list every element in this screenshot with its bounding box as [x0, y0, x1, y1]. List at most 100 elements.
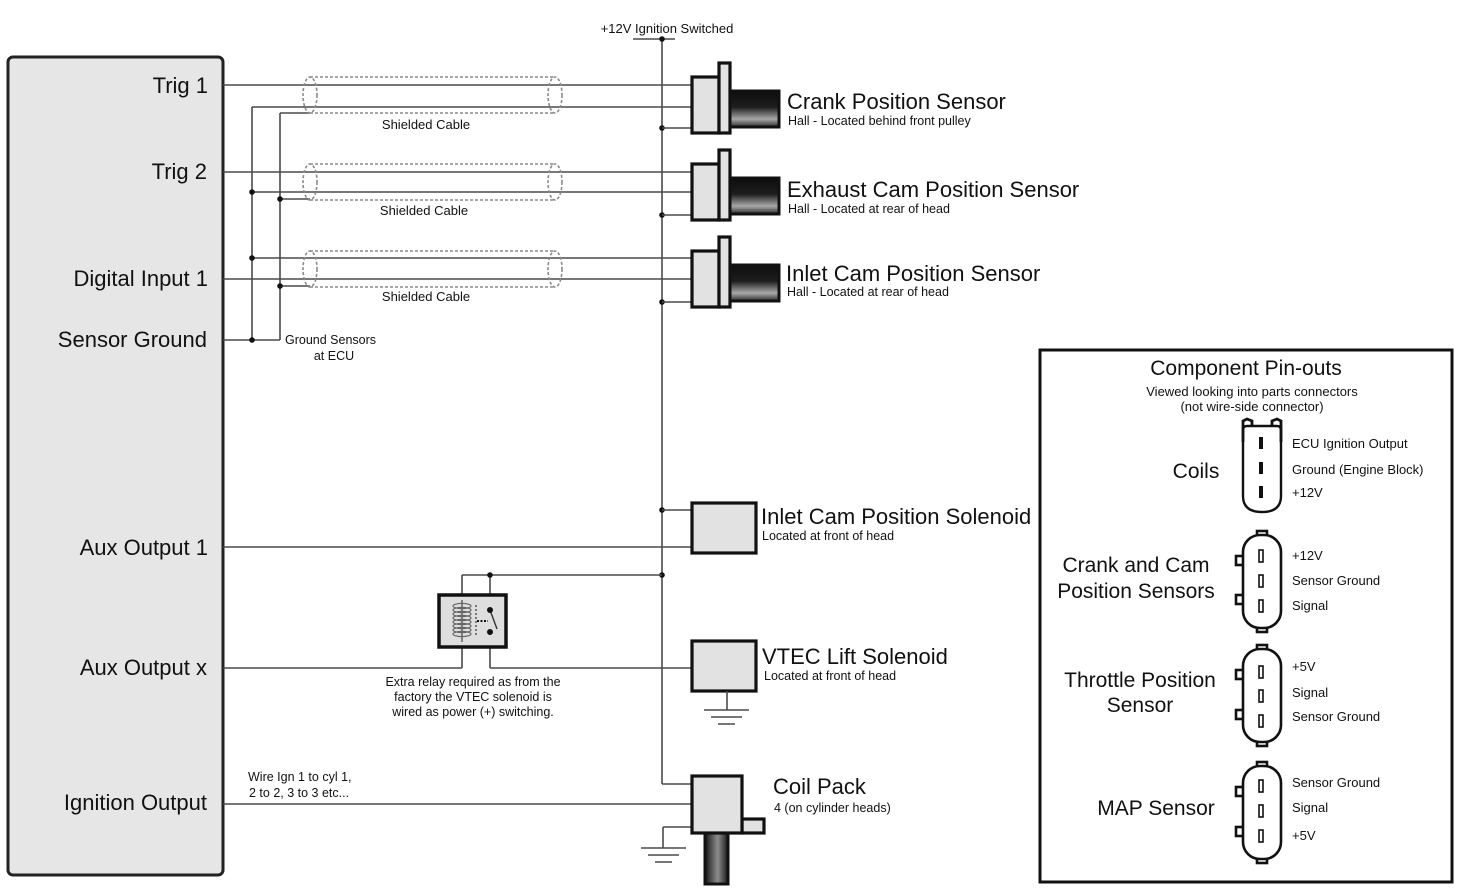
- pinouts-subtitle-1: Viewed looking into parts connectors: [1146, 384, 1358, 399]
- relay-coil-icon: [452, 600, 488, 642]
- junction-dot: [249, 255, 255, 261]
- sensor-name: Crank Position Sensor: [787, 89, 1006, 114]
- pin-label: +12V: [1292, 548, 1323, 563]
- inlet-cam-solenoid: Inlet Cam Position Solenoid Located at f…: [223, 501, 1031, 555]
- crank-position-sensor: Crank Position Sensor Hall - Located beh…: [690, 61, 1006, 135]
- pinout-label: Throttle Position: [1064, 669, 1216, 692]
- ground-note-line-1: Ground Sensors: [285, 333, 376, 347]
- relay-box: [437, 593, 508, 649]
- coil-boot: [703, 831, 730, 886]
- junction-dot: [487, 572, 493, 578]
- pin-label: Sensor Ground: [1292, 775, 1380, 790]
- sensor-name: Inlet Cam Position Sensor: [786, 261, 1040, 286]
- shielded-cable: Shielded Cable: [302, 76, 563, 132]
- solenoid-name: Inlet Cam Position Solenoid: [761, 504, 1031, 529]
- junction-dot: [277, 196, 283, 202]
- pinout-crank-cam-sensors: Crank and Cam Position Sensors +12V Sens…: [1057, 529, 1380, 634]
- ecu-pin-ignition-output: Ignition Output: [64, 790, 207, 815]
- pin-label: Signal: [1292, 598, 1328, 613]
- sensor-probe: [728, 263, 781, 303]
- sensor-connector-icon: [1234, 643, 1283, 748]
- pinout-label: Coils: [1173, 460, 1220, 483]
- junction-dot: [659, 36, 665, 42]
- exhaust-cam-position-sensor: Exhaust Cam Position Sensor Hall - Locat…: [690, 148, 1079, 222]
- sensor-note: Hall - Located at rear of head: [788, 202, 950, 216]
- shielded-cable: Shielded Cable: [302, 250, 563, 304]
- shielded-cable-label: Shielded Cable: [382, 289, 470, 304]
- pinouts-title: Component Pin-outs: [1150, 357, 1341, 380]
- ecu-pin-aux-output-x: Aux Output x: [80, 655, 207, 680]
- ground-note-line-2: at ECU: [314, 349, 354, 363]
- pinout-coils: Coils ECU Ignition Output Ground (Engine…: [1173, 417, 1424, 514]
- solenoid-body: [690, 501, 758, 555]
- ecu-box: [6, 55, 225, 877]
- shield-end-left: [302, 163, 318, 201]
- coil-pack: Coil Pack 4 (on cylinder heads) Wire Ign…: [223, 770, 891, 886]
- junction-dot: [277, 283, 283, 289]
- junction-dot: [249, 189, 255, 195]
- shield-end-right: [547, 250, 563, 288]
- ground-icon: [704, 691, 749, 725]
- vtec-relay: Extra relay required as from the factory…: [223, 572, 692, 719]
- pinout-label: MAP Sensor: [1097, 797, 1215, 820]
- solenoid-note: Located at front of head: [764, 669, 896, 683]
- sensor-flange: [717, 61, 732, 135]
- pin-label: Sensor Ground: [1292, 573, 1380, 588]
- ecu-pin-sensor-ground: Sensor Ground: [58, 327, 207, 352]
- sensor-body: [690, 75, 721, 135]
- pin-label: Signal: [1292, 800, 1328, 815]
- solenoid-note: Located at front of head: [762, 529, 894, 543]
- sensor-probe: [728, 176, 781, 216]
- ecu-pin-trig-2: Trig 2: [152, 159, 207, 184]
- sensor-body: [690, 162, 721, 222]
- shield-end-left: [302, 250, 318, 288]
- coil-body: [690, 774, 744, 835]
- ignition-note-line-1: Wire Ign 1 to cyl 1,: [248, 770, 352, 784]
- sensor-flange: [717, 148, 732, 222]
- pinouts-subtitle-2: (not wire-side connector): [1180, 399, 1323, 414]
- relay-note-line-3: wired as power (+) switching.: [391, 705, 554, 719]
- ecu-pin-aux-output-1: Aux Output 1: [80, 535, 208, 560]
- pinout-map-sensor: MAP Sensor Sensor Ground Signal +5V: [1097, 760, 1380, 865]
- sensor-body: [690, 249, 721, 309]
- pin-label: Sensor Ground: [1292, 709, 1380, 724]
- pinout-throttle-position-sensor: Throttle Position Sensor +5V Signal Sens…: [1064, 643, 1380, 748]
- sensor-probe: [728, 89, 781, 129]
- ecu-pin-trig-1: Trig 1: [153, 73, 208, 98]
- shielded-cable: Shielded Cable: [302, 163, 563, 218]
- switch-contact: [487, 629, 493, 635]
- pin-label: ECU Ignition Output: [1292, 436, 1408, 451]
- pin-label: +5V: [1292, 659, 1316, 674]
- shield-end-right: [547, 76, 563, 114]
- sensor-note: Hall - Located at rear of head: [787, 285, 949, 299]
- pinouts-panel: Component Pin-outs Viewed looking into p…: [1038, 348, 1454, 884]
- sensor-name: Exhaust Cam Position Sensor: [787, 177, 1079, 202]
- sensor-note: Hall - Located behind front pulley: [788, 114, 972, 128]
- power-rail: +12V Ignition Switched: [601, 21, 734, 784]
- solenoid-body: [690, 639, 758, 693]
- relay-switch-icon: [487, 607, 498, 635]
- power-label: +12V Ignition Switched: [601, 21, 734, 36]
- coil-connector-icon: [1241, 417, 1283, 514]
- ignition-note-line-2: 2 to 2, 3 to 3 etc...: [249, 786, 349, 800]
- pinout-label: Position Sensors: [1057, 580, 1215, 603]
- vtec-lift-solenoid: VTEC Lift Solenoid Located at front of h…: [690, 639, 948, 725]
- shielded-cable-label: Shielded Cable: [380, 203, 468, 218]
- solenoid-name: VTEC Lift Solenoid: [762, 644, 948, 669]
- ecu-pin-digital-input-1: Digital Input 1: [73, 266, 208, 291]
- relay-note-line-1: Extra relay required as from the: [385, 675, 560, 689]
- coil-pack-name: Coil Pack: [773, 774, 867, 799]
- pin-label: +12V: [1292, 485, 1323, 500]
- inlet-cam-position-sensor: Inlet Cam Position Sensor Hall - Located…: [690, 235, 1040, 309]
- ecu-block: Trig 1 Trig 2 Digital Input 1 Sensor Gro…: [6, 55, 225, 877]
- coil-pack-note: 4 (on cylinder heads): [774, 801, 891, 815]
- sensor-flange: [717, 235, 732, 309]
- ground-icon: [641, 827, 686, 863]
- switch-contact: [487, 607, 493, 613]
- pin-label: Signal: [1292, 685, 1328, 700]
- pinout-label: Sensor: [1107, 694, 1174, 717]
- shield-end-left: [302, 76, 318, 114]
- sensor-connector-icon: [1234, 529, 1283, 634]
- relay-note-line-2: factory the VTEC solenoid is: [394, 690, 552, 704]
